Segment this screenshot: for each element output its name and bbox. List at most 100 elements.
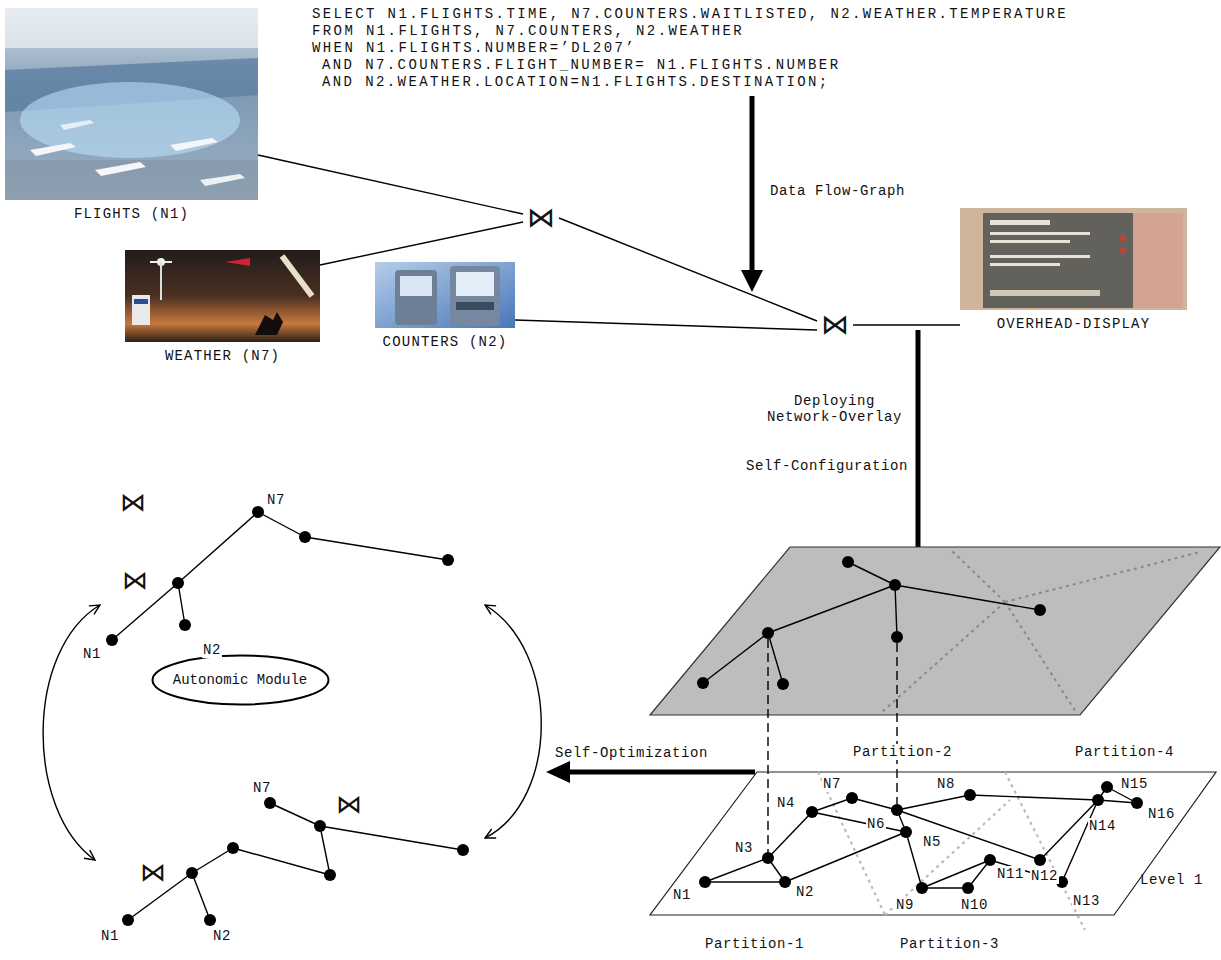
node-id: N1 (100, 928, 120, 944)
node-id: N2 (795, 884, 815, 900)
dot (777, 678, 789, 690)
join-symbol: ⋈ (821, 310, 849, 340)
join-symbol: ⋈ (527, 203, 555, 233)
partition-line (818, 772, 885, 915)
station-sign (134, 299, 148, 304)
link (320, 826, 463, 850)
dot (697, 677, 709, 689)
dot (204, 914, 216, 926)
plan-trees (43, 506, 541, 926)
dot (891, 631, 903, 643)
weather-photo (125, 250, 320, 342)
node-caption: OVERHEAD-DISPLAY (960, 316, 1187, 332)
link (812, 812, 906, 832)
node-id: N4 (776, 795, 796, 811)
big-arrow (916, 330, 921, 570)
link (178, 583, 185, 625)
partition-label: Partition-3 (900, 936, 999, 952)
photo-ground (960, 208, 1187, 310)
link (705, 881, 785, 882)
dot (842, 556, 854, 568)
dot (984, 854, 996, 866)
link (768, 585, 895, 633)
arrow-label: Deploying Network-Overlay (762, 393, 907, 425)
plane (650, 547, 1220, 715)
display-row (990, 263, 1060, 266)
node-id: N14 (1088, 818, 1117, 834)
link (970, 795, 1098, 800)
display-row (990, 290, 1100, 296)
node-caption: FLIGHTS (N1) (5, 206, 258, 222)
link (270, 803, 320, 826)
cycle-arrow (485, 605, 541, 838)
display-row (990, 232, 1090, 235)
big-arrow (568, 770, 755, 775)
dot (299, 531, 311, 543)
partition-lines (818, 772, 1085, 930)
tree-links (112, 512, 463, 920)
kiosk-screen (456, 272, 494, 296)
node-id: N7 (252, 780, 272, 796)
node-id: N12 (1030, 868, 1059, 884)
link (705, 858, 768, 882)
tree-dots (106, 506, 469, 926)
node-id: N3 (734, 840, 754, 856)
plane (95, 162, 146, 176)
dot (252, 506, 264, 518)
display-photo (960, 208, 1187, 310)
tarmac (5, 160, 258, 200)
image-node: COUNTERS (N2) (375, 262, 515, 350)
dot (779, 876, 791, 888)
partition-line (885, 800, 1010, 915)
counters-photo (375, 262, 515, 328)
link (897, 810, 1040, 860)
overlay-dots (697, 556, 1046, 690)
link (848, 562, 895, 585)
node-id: N7 (822, 776, 842, 792)
link (178, 512, 258, 583)
dot (442, 554, 454, 566)
display-row (990, 220, 1050, 225)
node-id: N1 (672, 887, 692, 903)
node-id: N2 (212, 928, 232, 944)
network-plane (650, 772, 1216, 930)
link (852, 798, 897, 810)
link (768, 812, 812, 858)
link (192, 873, 210, 920)
dot (699, 876, 711, 888)
network-dots (699, 781, 1143, 894)
image-node: WEATHER (N7) (125, 250, 320, 364)
link (305, 537, 448, 560)
dot (1034, 854, 1046, 866)
node-id: N8 (936, 776, 956, 792)
photo-ground (375, 262, 515, 328)
dot (964, 789, 976, 801)
join-symbol: ⋈ (336, 790, 362, 818)
arrow-label: Self-Optimization (555, 745, 708, 761)
ellipse-shape (152, 656, 328, 705)
node-id: N10 (960, 897, 989, 913)
dot (962, 882, 974, 894)
module-ellipse: Autonomic Module (151, 654, 330, 706)
partition-label: Partition-4 (1075, 744, 1174, 760)
partition-line (1005, 552, 1200, 602)
connector (559, 218, 817, 321)
node-id: N2 (202, 642, 222, 658)
rooster (255, 312, 283, 335)
join-node: ⋈ (817, 310, 853, 340)
mapping-line (767, 639, 768, 852)
image-node: FLIGHTS (N1) (5, 8, 258, 222)
sql-line: FROM N1.FLIGHTS, N7.COUNTERS, N2.WEATHER (312, 23, 744, 39)
dot (762, 852, 774, 864)
terminal-glow (20, 82, 240, 158)
connector (320, 222, 523, 265)
sql-line: AND N7.COUNTERS.FLIGHT_NUMBER= N1.FLIGHT… (322, 57, 840, 73)
dot (846, 792, 858, 804)
dot (900, 826, 912, 838)
photo-sky (5, 8, 258, 48)
image-node: OVERHEAD-DISPLAY (960, 208, 1187, 332)
plane (60, 120, 94, 130)
join-symbol: ⋈ (122, 566, 148, 594)
